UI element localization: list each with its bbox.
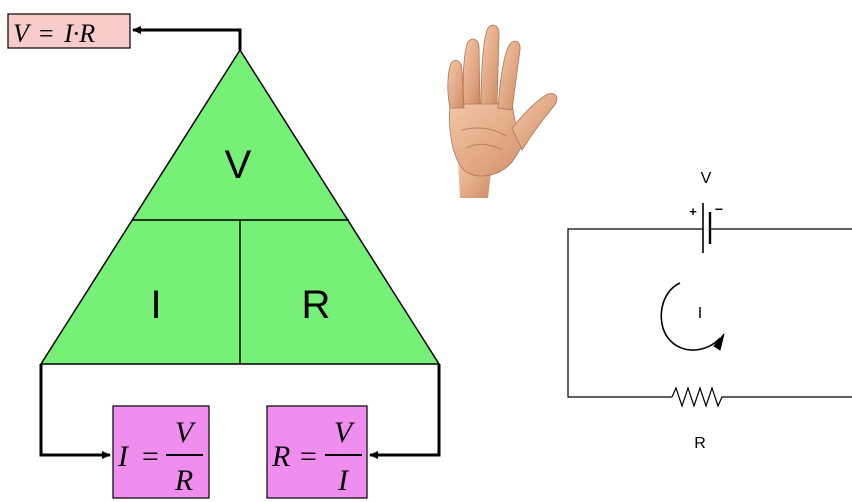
formula-r-equals-v-over-i: R = V I xyxy=(266,405,368,499)
formula-right-numerator: V xyxy=(334,416,356,449)
hand-palm-icon xyxy=(447,24,558,198)
triangle-label-r: R xyxy=(302,283,331,327)
current-arrow-head xyxy=(713,333,725,351)
formula-right-box xyxy=(266,405,368,499)
arrow-to-top-formula xyxy=(132,26,242,50)
triangle-label-v: V xyxy=(225,143,252,187)
formula-left-lhs: I xyxy=(117,440,130,473)
formula-top-box xyxy=(7,13,131,49)
formula-right-eq: = xyxy=(298,440,318,473)
current-direction-arrow xyxy=(660,282,721,351)
circuit-diagram: V + − R I xyxy=(567,170,852,452)
battery-plus-sign: + xyxy=(689,204,697,219)
formula-left-box xyxy=(112,405,210,499)
arrow-to-left-formula xyxy=(39,364,111,459)
formula-right-lhs: R xyxy=(271,440,290,473)
battery-minus-sign: − xyxy=(715,201,723,217)
formula-left-numerator: V xyxy=(175,416,197,449)
circuit-source-label: V xyxy=(701,170,712,187)
resistor-symbol xyxy=(671,386,727,408)
formula-right-denominator: I xyxy=(337,464,350,497)
arrow-to-right-formula xyxy=(369,364,441,459)
formula-v-equals-ir: V = I·R xyxy=(7,13,131,49)
formula-left-denominator: R xyxy=(174,464,193,497)
formula-left-eq: = xyxy=(140,440,160,473)
circuit-resistor-label: R xyxy=(694,435,706,452)
ohms-law-triangle: V I R xyxy=(39,48,441,365)
circuit-current-label: I xyxy=(698,305,702,322)
circuit-wire xyxy=(567,228,852,398)
formula-top-text: V = I·R xyxy=(13,19,95,48)
formula-i-equals-v-over-r: I = V R xyxy=(112,405,210,499)
triangle-label-i: I xyxy=(150,283,161,327)
